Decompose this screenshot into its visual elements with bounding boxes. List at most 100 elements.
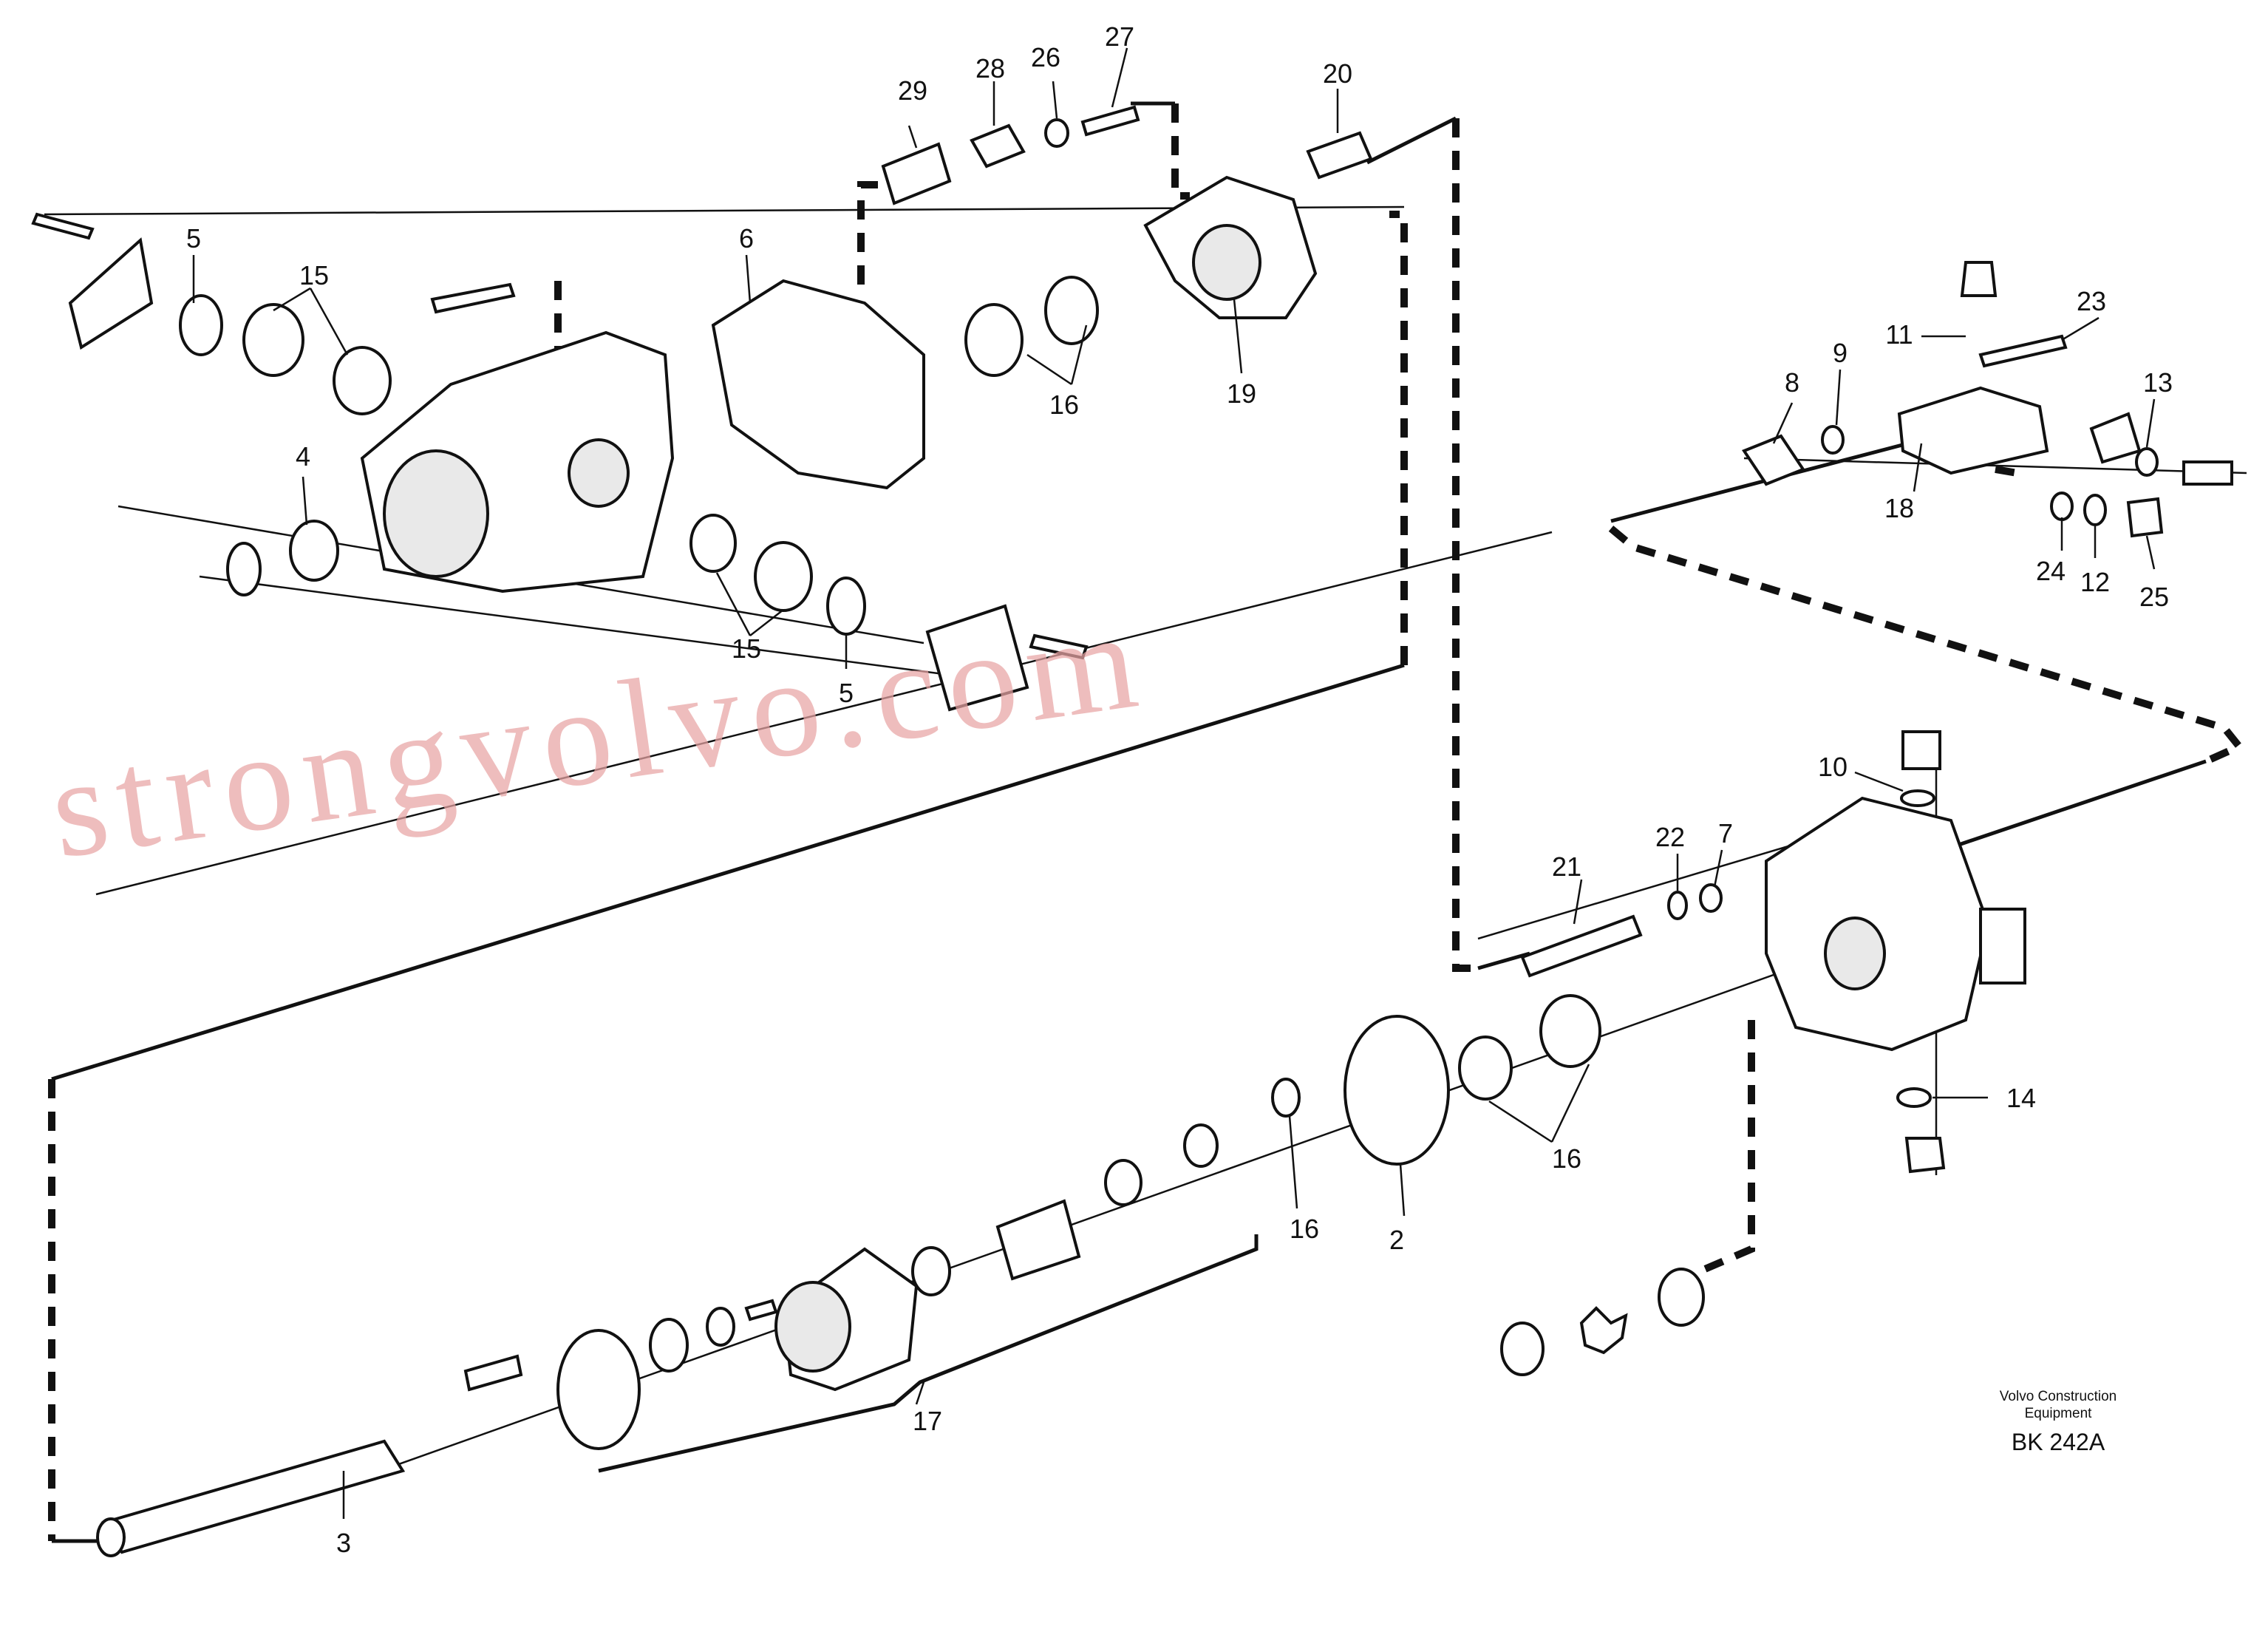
callout-10: 10 [1818, 752, 1848, 782]
callout-9: 9 [1833, 338, 1848, 368]
callout-19: 19 [1227, 378, 1256, 409]
callout-14: 14 [2006, 1083, 2036, 1113]
callout-16-small: 16 [1290, 1214, 1319, 1244]
ring-14 [1896, 1087, 1932, 1108]
ring-13 [2135, 447, 2159, 477]
callout-29: 29 [898, 75, 927, 106]
callout-8: 8 [1785, 367, 1799, 398]
cap-28 [970, 123, 1026, 169]
end-cover [1765, 796, 1990, 1052]
bearing-cone-15-lower [689, 514, 737, 573]
callout-23: 23 [2077, 286, 2106, 316]
ring-17 [706, 1307, 735, 1347]
bolt-11 [1960, 261, 1998, 297]
bearing-cup-15-lower [754, 541, 813, 612]
callout-12: 12 [2080, 567, 2110, 597]
cover-plate-top [68, 237, 154, 350]
callout-16-top: 16 [1049, 390, 1079, 420]
housing-bore [383, 449, 489, 578]
callout-22: 22 [1655, 822, 1685, 852]
ring-5-lower [826, 577, 866, 636]
star-part [1579, 1306, 1628, 1355]
cylinder-block-face [774, 1281, 851, 1373]
bolt-10 [1901, 730, 1941, 770]
callout-28: 28 [975, 53, 1005, 84]
drive-shaft-3 [101, 1439, 406, 1554]
washer-17b [1104, 1159, 1142, 1206]
company-line-1: Volvo Construction [2000, 1389, 2117, 1404]
spring-29 [881, 142, 952, 205]
housing-port [568, 438, 630, 508]
snap-ring-left [226, 542, 262, 596]
end-cover-bore [1824, 916, 1886, 990]
drawing-footer: Volvo Construction Equipment BK 242A [2000, 1389, 2117, 1455]
callout-27: 27 [1105, 21, 1134, 52]
washer-17c [911, 1246, 951, 1296]
sleeve-13-side [2089, 412, 2142, 464]
bearing-cup-16-lower [1539, 994, 1601, 1068]
piston-17 [463, 1354, 523, 1392]
bearing-cup-15 [242, 303, 304, 377]
callout-26: 26 [1031, 42, 1060, 72]
pin-21 [1520, 914, 1643, 978]
washer-17a [1183, 1123, 1219, 1168]
bearing-4 [289, 520, 339, 582]
callout-2: 2 [1389, 1225, 1404, 1255]
callout-3: 3 [336, 1528, 351, 1558]
spring-24 [2050, 492, 2074, 521]
ring-5-top [179, 294, 223, 356]
shaft-spline-end [96, 1517, 126, 1557]
callout-numbers: 2 3 4 5 5 6 7 8 9 10 11 12 13 14 15 15 1… [186, 21, 2173, 1558]
bearing-16-small [1271, 1078, 1301, 1118]
callout-16-lower: 16 [1552, 1143, 1581, 1174]
plug-25 [2126, 497, 2164, 538]
sleeve-20 [1306, 131, 1373, 180]
callout-24: 24 [2036, 556, 2066, 586]
gasket-6 [711, 279, 925, 490]
cover-plate-lower [925, 604, 1029, 712]
callout-5-top: 5 [186, 223, 201, 254]
swash-bore [1192, 224, 1261, 301]
leader-lines [192, 47, 2156, 1519]
plug-8 [1741, 434, 1806, 486]
pin-27 [1080, 105, 1140, 137]
bolt-lower [1029, 633, 1089, 660]
callout-15-top: 15 [299, 260, 329, 290]
bolt-top-left [31, 212, 95, 240]
callout-4: 4 [296, 441, 310, 472]
callout-21: 21 [1552, 851, 1581, 882]
plug-13 [2182, 460, 2233, 486]
bearing-cone-16-lower [1458, 1035, 1513, 1101]
bearing-cone-16-top [1044, 276, 1099, 345]
callout-7: 7 [1718, 818, 1733, 848]
ring-26 [1044, 118, 1069, 148]
drawing-code: BK 242A [2012, 1429, 2105, 1455]
callout-18: 18 [1884, 493, 1914, 523]
ring-22 [1667, 891, 1688, 920]
callout-25: 25 [2139, 582, 2169, 612]
ring-10 [1900, 789, 1935, 807]
callout-15-lower: 15 [732, 633, 761, 664]
callout-20: 20 [1323, 58, 1352, 89]
retainer-plate [556, 1329, 641, 1450]
valve-plate-2 [1344, 1015, 1450, 1166]
bolt-14 [1904, 1137, 1946, 1174]
ring-9 [1821, 425, 1845, 455]
callout-13: 13 [2143, 367, 2173, 398]
spring-lower [1658, 1268, 1705, 1327]
callout-5-lower: 5 [839, 678, 854, 708]
bearing-cone-15 [333, 346, 392, 415]
plug-lower-a [1500, 1322, 1545, 1376]
bolt-23 [1978, 334, 2068, 368]
bolt-housing [430, 282, 516, 314]
bearing-cup-16-top [964, 303, 1024, 377]
ring-12 [2083, 494, 2107, 526]
bearing-17 [649, 1318, 689, 1373]
valve-body-18 [1897, 386, 2049, 475]
callout-17: 17 [913, 1406, 942, 1436]
parts [31, 105, 2233, 1557]
spring-17 [995, 1199, 1081, 1281]
callout-11: 11 [1885, 319, 1913, 350]
ring-7 [1699, 883, 1723, 913]
company-line-2: Equipment [2025, 1406, 2093, 1421]
